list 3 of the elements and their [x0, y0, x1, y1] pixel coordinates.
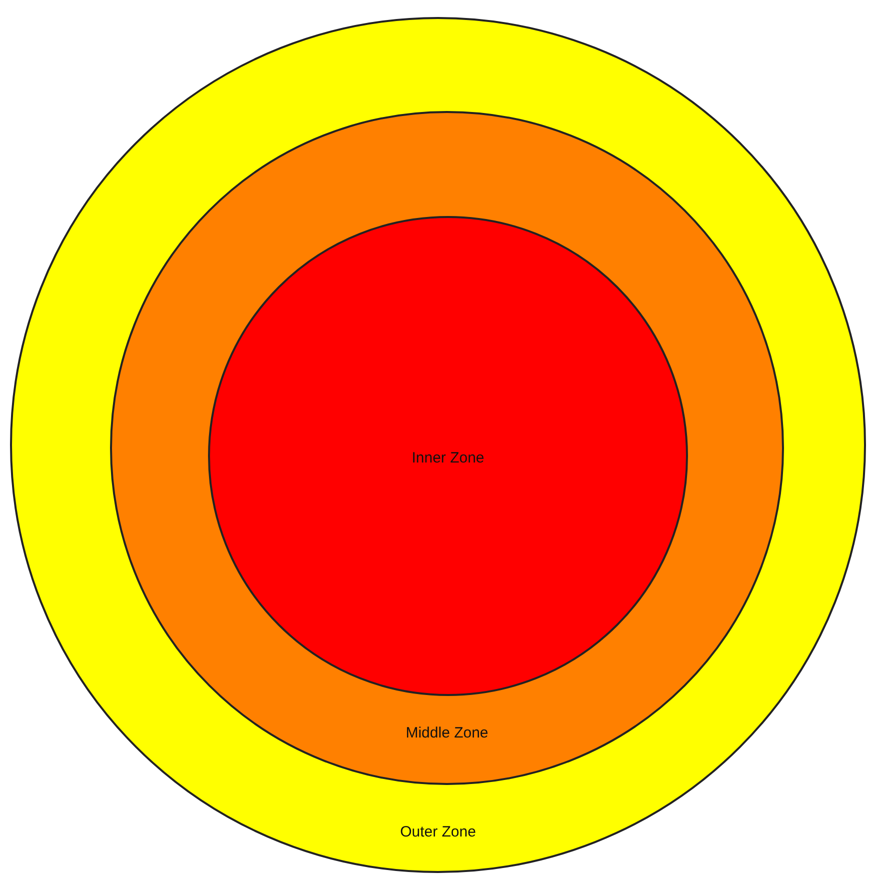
- zone-label: Outer Zone: [400, 824, 476, 840]
- zone-label: Middle Zone: [406, 724, 488, 742]
- zone-label: Inner Zone: [412, 450, 484, 466]
